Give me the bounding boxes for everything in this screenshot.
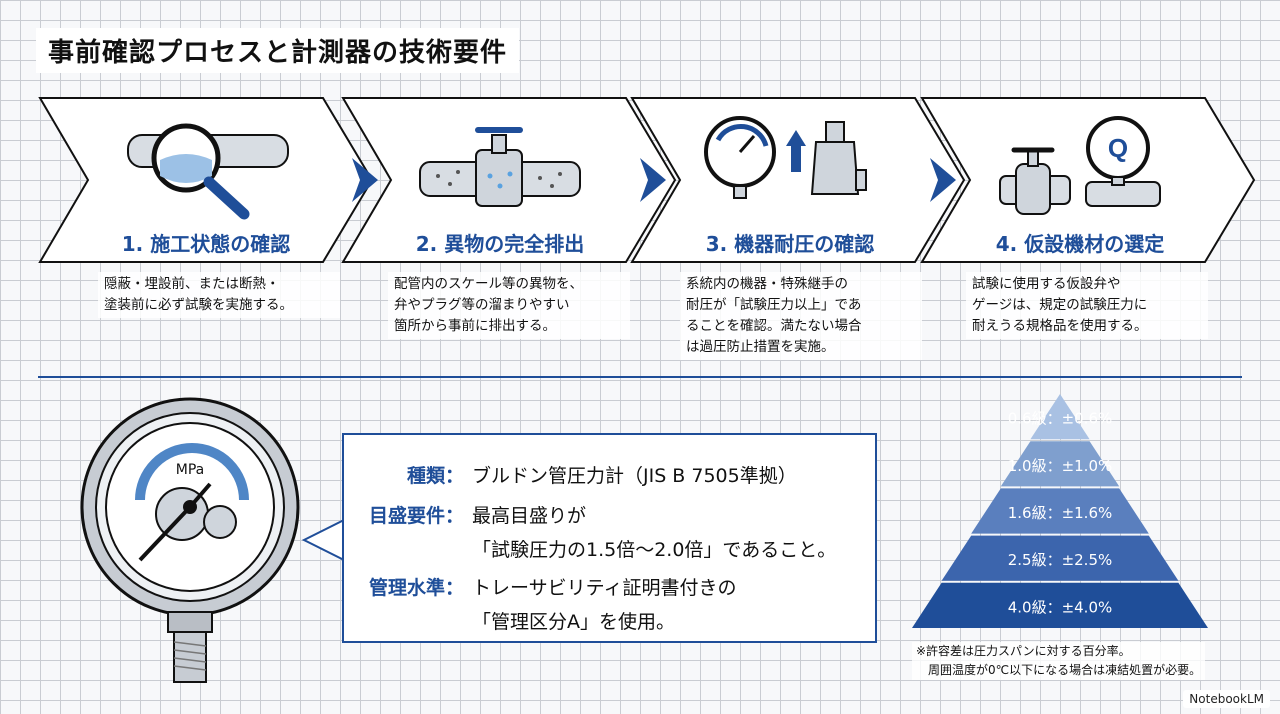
section-divider (38, 376, 1242, 378)
management-label: 管理水準： (368, 577, 464, 599)
notebooklm-brand: NotebookLM (1183, 690, 1270, 708)
pyramid-level-label-1: 0.6級：±0.6% (1008, 410, 1113, 428)
step-4-description: 試験に使用する仮設弁やゲージは、規定の試験圧力に耐えうる規格品を使用する。 (966, 272, 1208, 339)
step-4-title: 4. 仮設機材の選定 (995, 232, 1165, 256)
svg-text:Q: Q (1108, 133, 1128, 163)
valve-debris-icon (419, 127, 581, 207)
gauge-relief-valve-icon (704, 116, 867, 199)
page-title: 事前確認プロセスと計測器の技術要件 (36, 28, 520, 73)
pyramid-level-label-5: 4.0級：±4.0% (1008, 598, 1113, 616)
scale-value-line1: 最高目盛りが (472, 505, 587, 527)
accuracy-class-pyramid: 0.6級：±0.6% 1.0級：±1.0% 1.6級：±1.6% 2.5級：±2.5%… (912, 394, 1208, 628)
step-4-chevron (920, 97, 1256, 263)
pyramid-level-5 (912, 582, 1208, 628)
step-2-title: 2. 異物の完全排出 (415, 232, 585, 256)
pyramid-level-3 (971, 488, 1149, 534)
step-3-description: 系統内の機器・特殊継手の耐圧が「試験圧力以上」であることを確認。満たない場合は過… (680, 272, 922, 360)
type-value: ブルドン管圧力計（JIS B 7505準拠） (472, 465, 797, 487)
valve-gauge-q-icon: Q (999, 116, 1161, 215)
pyramid-level-label-3: 1.6級：±1.6% (1008, 504, 1113, 522)
step-1-title: 1. 施工状態の確認 (121, 232, 291, 256)
step-2-description: 配管内のスケール等の異物を、弁やプラグ等の溜まりやすい箇所から事前に排出する。 (388, 272, 630, 339)
scale-label: 目盛要件： (368, 505, 464, 527)
pipe-magnifier-icon (127, 123, 289, 220)
management-value-line1: トレーサビリティ証明書付きの (472, 577, 737, 599)
pyramid-level-label-2: 1.0級：±1.0% (1008, 457, 1113, 475)
gauge-spec-callout: 種類： ブルドン管圧力計（JIS B 7505準拠） 目盛要件： 最高目盛りが … (342, 433, 877, 643)
bourdon-gauge-illustration: MPa (80, 397, 300, 683)
pyramid-level-2 (1000, 441, 1120, 487)
step-1-description: 隠蔽・埋設前、または断熱・塗装前に必ず試験を実施する。 (98, 272, 340, 318)
arrow-1-2-icon (352, 158, 378, 202)
management-value-line2: 「管理区分A」を使用。 (472, 611, 675, 633)
tolerance-note: ※許容差は圧力スパンに対する百分率。 周囲温度が0℃以下になる場合は凍結処置が必… (912, 642, 1206, 680)
step-3-title: 3. 機器耐圧の確認 (705, 232, 875, 256)
arrow-2-3-icon (640, 158, 666, 202)
pyramid-level-1 (1030, 394, 1090, 440)
scale-value-line2: 「試験圧力の1.5倍〜2.0倍」であること。 (472, 539, 837, 561)
callout-pointer (301, 518, 345, 562)
pyramid-level-label-4: 2.5級：±2.5% (1008, 551, 1113, 569)
type-label: 種類： (406, 465, 464, 487)
pyramid-level-4 (941, 535, 1179, 581)
gauge-unit-label: MPa (176, 462, 204, 478)
arrow-3-4-icon (930, 158, 956, 202)
